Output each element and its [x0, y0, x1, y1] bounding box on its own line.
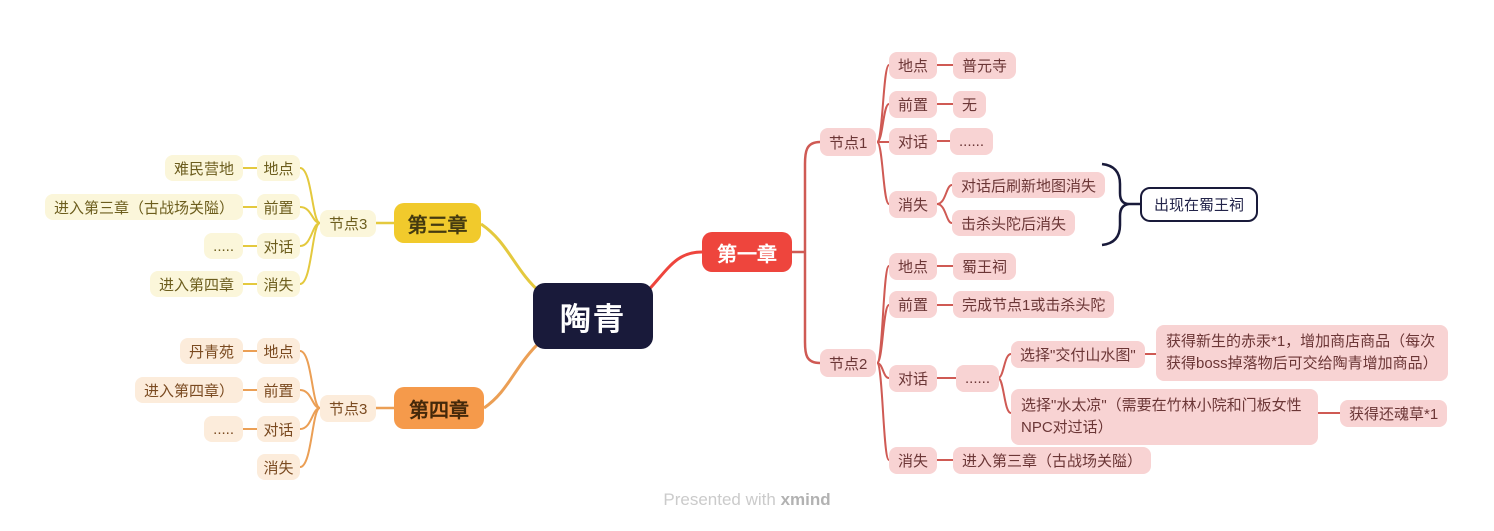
node2-dialog-option1-result[interactable]: 获得新生的赤汞*1，增加商店商品（每次获得boss掉落物后可交给陶青增加商品）: [1156, 325, 1448, 381]
node2-vanish-value[interactable]: 进入第三章（古战场关隘）: [953, 447, 1152, 474]
summary-callout[interactable]: 出现在蜀王祠: [1140, 187, 1259, 222]
chapter3-node[interactable]: 第三章: [394, 203, 481, 243]
node1-vanish-item-1[interactable]: 对话后刷新地图消失: [952, 172, 1106, 198]
node1-vanish-key[interactable]: 消失: [889, 191, 937, 218]
node2-dialog-option2[interactable]: 选择"水太凉"（需要在竹林小院和门板女性NPC对过话）: [1011, 389, 1318, 445]
chapter1-node[interactable]: 第一章: [702, 232, 792, 272]
chapter4-node[interactable]: 第四章: [394, 387, 484, 429]
node2-vanish-key[interactable]: 消失: [889, 447, 937, 474]
node1-location-value[interactable]: 普元寺: [953, 52, 1017, 79]
chapter3-location-key[interactable]: 地点: [257, 155, 300, 181]
node1[interactable]: 节点1: [820, 128, 877, 156]
node1-dialog-key[interactable]: 对话: [889, 128, 937, 155]
chapter3-location-value[interactable]: 难民营地: [164, 155, 243, 181]
node1-vanish-item-2[interactable]: 击杀头陀后消失: [952, 210, 1076, 236]
footer-brand: xmind: [780, 490, 831, 509]
chapter4-vanish-key[interactable]: 消失: [257, 454, 300, 480]
chapter3-prereq-key[interactable]: 前置: [257, 194, 300, 220]
chapter4-node3[interactable]: 节点3: [320, 395, 377, 422]
chapter4-prereq-value[interactable]: 进入第四章）: [134, 377, 243, 403]
footer-text: Presented with: [663, 490, 776, 509]
node2[interactable]: 节点2: [820, 349, 877, 377]
node1-location-key[interactable]: 地点: [889, 52, 937, 79]
node2-location-value[interactable]: 蜀王祠: [953, 253, 1017, 280]
root-topic[interactable]: 陶青: [533, 283, 653, 349]
chapter3-vanish-value[interactable]: 进入第四章: [149, 271, 243, 297]
chapter3-dialog-key[interactable]: 对话: [257, 233, 300, 259]
node2-dialog-key[interactable]: 对话: [889, 365, 937, 392]
chapter4-location-key[interactable]: 地点: [257, 338, 300, 364]
wire-root-chapter4: [483, 338, 544, 410]
node1-prereq-key[interactable]: 前置: [889, 91, 937, 118]
presented-with-xmind: Presented with xmind: [0, 490, 1494, 510]
wire-ch1-trunk: [792, 140, 821, 365]
summary-brace: [1101, 162, 1140, 247]
node1-dialog-value[interactable]: ......: [950, 128, 994, 155]
chapter3-vanish-key[interactable]: 消失: [257, 271, 300, 297]
chapter4-dialog-key[interactable]: 对话: [257, 416, 300, 442]
wire-root-chapter3: [480, 222, 543, 296]
chapter4-location-value[interactable]: 丹青苑: [179, 338, 243, 364]
node2-prereq-key[interactable]: 前置: [889, 291, 937, 318]
node2-dialog-option1[interactable]: 选择"交付山水图": [1011, 341, 1145, 368]
node2-dialog-value[interactable]: ......: [956, 365, 1000, 392]
chapter3-node3[interactable]: 节点3: [320, 210, 377, 237]
chapter3-prereq-value[interactable]: 进入第三章（古战场关隘）: [44, 194, 243, 220]
node2-prereq-value[interactable]: 完成节点1或击杀头陀: [953, 291, 1115, 318]
chapter3-dialog-value[interactable]: .....: [204, 233, 243, 259]
node2-location-key[interactable]: 地点: [889, 253, 937, 280]
node2-dialog-option2-result[interactable]: 获得还魂草*1: [1340, 400, 1448, 427]
node1-prereq-value[interactable]: 无: [953, 91, 987, 118]
chapter4-dialog-value[interactable]: .....: [204, 416, 243, 442]
chapter4-prereq-key[interactable]: 前置: [257, 377, 300, 403]
